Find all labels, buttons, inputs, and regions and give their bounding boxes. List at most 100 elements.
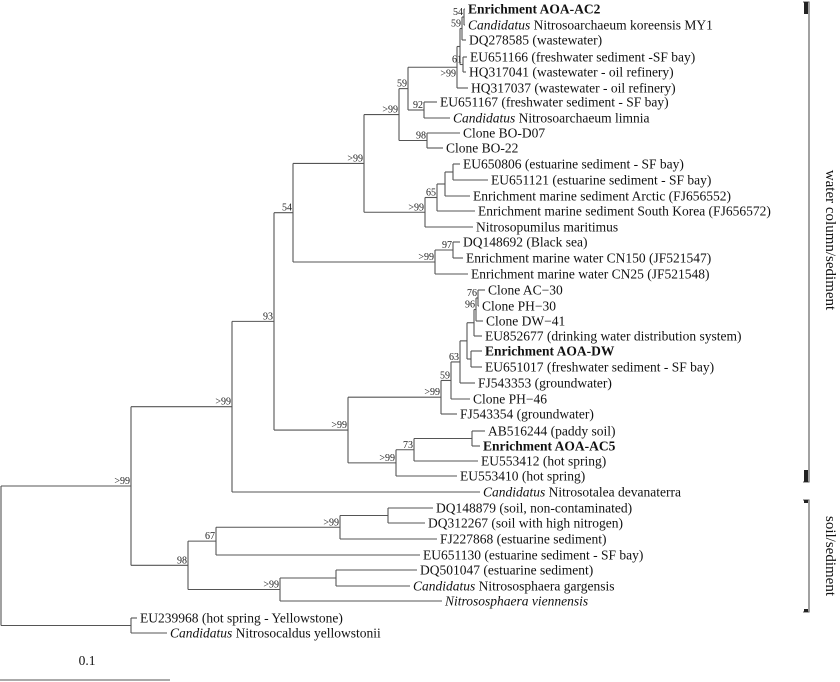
tree-branches — [0, 8, 488, 634]
taxon-label-text: DQ148879 (soil, non-contaminated) — [436, 501, 632, 516]
bootstrap-value: 63 — [449, 352, 459, 363]
taxon-label-text: AB516244 (paddy soil) — [488, 424, 616, 439]
group-bracket-soil: soil/sediment — [803, 499, 838, 613]
taxon-label-text: DQ278585 (wastewater) — [469, 33, 602, 48]
bootstrap-value: 93 — [263, 311, 273, 322]
group-label-water: water column/sediment — [822, 170, 838, 311]
bootstrap-value: 92 — [413, 100, 423, 111]
taxon-label: AB516244 (paddy soil) — [488, 424, 616, 439]
taxon-label-text: DQ312267 (soil with high nitrogen) — [428, 516, 623, 531]
taxon-label-text: Nitrosoarchaeum limnia — [515, 111, 649, 126]
taxon-label: Enrichment AOA-AC2 — [468, 2, 601, 17]
taxon-label-text: Enrichment AOA-AC2 — [468, 2, 601, 17]
bootstrap-value: 59 — [440, 370, 450, 381]
bootstrap-value: 54 — [282, 203, 292, 214]
taxon-label: Enrichment marine sediment Arctic (FJ656… — [473, 189, 731, 204]
taxon-label-text: Enrichment AOA-DW — [485, 344, 615, 359]
taxon-label-text: HQ317041 (wastewater - oil refinery) — [469, 65, 674, 80]
bootstrap-value: 96 — [465, 300, 475, 311]
taxon-label: EU553410 (hot spring) — [460, 469, 585, 484]
bootstrap-value: 59 — [397, 79, 407, 90]
taxon-label-text: EU239968 (hot spring - Yellowstone) — [140, 611, 343, 626]
taxon-label-text: EU553410 (hot spring) — [460, 469, 585, 484]
taxon-label-text: EU651017 (freshwater sediment - SF bay) — [485, 360, 714, 375]
taxon-label-text: DQ501047 (estuarine sediment) — [420, 563, 593, 578]
bootstrap-value: >99 — [323, 517, 339, 528]
taxon-label-text: FJ227868 (estuarine sediment) — [440, 532, 606, 547]
taxon-label-text: Clone BO-D07 — [463, 126, 545, 141]
taxon-label-text: Clone AC−30 — [488, 283, 563, 298]
taxon-label-italic: Candidatus — [453, 111, 515, 126]
bootstrap-values: 545961>99925998>9965>99>9997>99547696635… — [114, 7, 477, 591]
bootstrap-value: >99 — [114, 476, 130, 487]
taxon-label-text: Nitrosopumilus maritimus — [476, 220, 618, 235]
taxon-label: Clone PH−30 — [482, 299, 556, 314]
taxon-label-italic: Candidatus — [413, 579, 475, 594]
scale-bar: 0.1 — [0, 653, 170, 681]
taxon-label-text: EU651130 (estuarine sediment - SF bay) — [423, 548, 643, 563]
taxon-label: HQ317037 (wastewater - oil refinery) — [471, 81, 676, 96]
taxon-label-text: Nitrosoarchaeum koreensis MY1 — [530, 18, 713, 33]
taxon-label-text: Clone BO-22 — [446, 141, 518, 156]
bootstrap-value: >99 — [440, 68, 456, 79]
taxon-label: EU651017 (freshwater sediment - SF bay) — [485, 360, 714, 375]
taxon-label: Clone BO-D07 — [463, 126, 545, 141]
taxon-label: EU650806 (estuarine sediment - SF bay) — [463, 157, 684, 172]
taxon-label-text: Enrichment marine sediment South Korea (… — [478, 204, 771, 219]
taxon-label: Clone BO-22 — [446, 141, 518, 156]
taxon-label-text: FJ543354 (groundwater) — [460, 407, 594, 422]
taxon-label-text: Enrichment marine water CN150 (JF521547) — [466, 251, 711, 266]
bootstrap-value: >99 — [263, 580, 279, 591]
taxon-label-italic: Nitrososphaera viennensis — [444, 594, 588, 609]
taxon-label-text: Enrichment marine water CN25 (JF521548) — [471, 267, 709, 282]
taxon-label: FJ543354 (groundwater) — [460, 407, 594, 422]
taxon-label-text: EU651166 (freshwater sediment -SF bay) — [470, 50, 695, 65]
taxon-label: DQ312267 (soil with high nitrogen) — [428, 516, 623, 531]
taxon-label-text: EU650806 (estuarine sediment - SF bay) — [463, 157, 684, 172]
group-bracket-water: water column/sediment — [803, 1, 838, 483]
bootstrap-value: 76 — [467, 288, 477, 299]
taxon-label-text: HQ317037 (wastewater - oil refinery) — [471, 81, 676, 96]
taxon-label-text: DQ148692 (Black sea) — [463, 235, 587, 250]
bootstrap-value: 67 — [205, 531, 215, 542]
taxon-label-text: FJ543353 (groundwater) — [478, 376, 612, 391]
taxon-label: EU553412 (hot spring) — [481, 454, 606, 469]
bootstrap-value: >99 — [424, 387, 440, 398]
bootstrap-value: 65 — [426, 188, 436, 199]
taxon-label-text: Enrichment AOA-AC5 — [483, 439, 616, 454]
taxon-label: Clone DW−41 — [486, 314, 565, 329]
taxon-label-text: Nitrosocaldus yellowstonii — [232, 626, 381, 641]
taxon-label: Candidatus Nitrososphaera gargensis — [413, 579, 614, 594]
taxon-label-italic: Candidatus — [170, 626, 232, 641]
taxon-label: Enrichment AOA-AC5 — [483, 439, 616, 454]
taxon-label: Enrichment marine sediment South Korea (… — [478, 204, 771, 219]
taxon-label-text: EU651121 (estuarine sediment - SF bay) — [491, 173, 711, 188]
taxon-label-text: Enrichment marine sediment Arctic (FJ656… — [473, 189, 731, 204]
bootstrap-value: >99 — [215, 397, 231, 408]
taxon-label: EU651167 (freshwater sediment - SF bay) — [440, 95, 669, 110]
taxon-label: Nitrososphaera viennensis — [444, 594, 588, 609]
taxon-label: Nitrosopumilus maritimus — [476, 220, 618, 235]
bootstrap-value: 59 — [451, 19, 461, 30]
taxon-label-text: EU852677 (drinking water distribution sy… — [485, 329, 741, 344]
taxon-label: Candidatus Nitrosoarchaeum koreensis MY1 — [468, 18, 713, 33]
bootstrap-value: 61 — [452, 55, 462, 66]
taxon-label: Enrichment AOA-DW — [485, 344, 615, 359]
bootstrap-value: 98 — [177, 555, 187, 566]
bootstrap-value: >99 — [347, 153, 363, 164]
taxon-label-text: Clone DW−41 — [486, 314, 565, 329]
taxon-label-text: Clone PH−30 — [482, 299, 556, 314]
bootstrap-value: 54 — [453, 7, 463, 18]
taxon-label: Candidatus Nitrosotalea devanaterra — [483, 485, 681, 500]
taxon-label-text: Clone PH−46 — [473, 392, 547, 407]
taxon-label: EU651166 (freshwater sediment -SF bay) — [470, 50, 695, 65]
bootstrap-value: 73 — [403, 440, 413, 451]
taxon-label-italic: Candidatus — [468, 18, 530, 33]
taxon-label: DQ148879 (soil, non-contaminated) — [436, 501, 632, 516]
taxon-label-text: EU553412 (hot spring) — [481, 454, 606, 469]
taxon-label: EU852677 (drinking water distribution sy… — [485, 329, 741, 344]
scale-bar-label: 0.1 — [79, 653, 96, 668]
taxon-label: DQ501047 (estuarine sediment) — [420, 563, 593, 578]
